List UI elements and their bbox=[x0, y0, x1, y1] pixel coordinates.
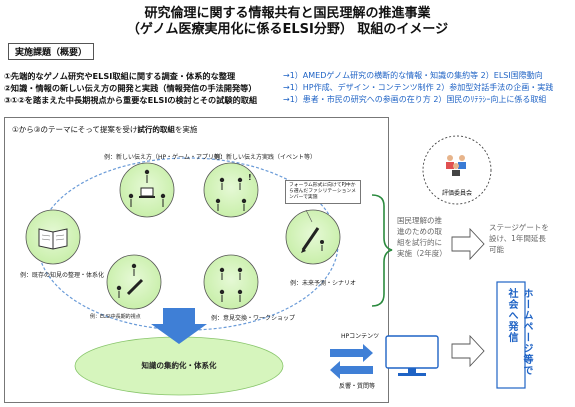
label-future-forecast: 例：未来予測・シナリオ bbox=[290, 280, 357, 287]
label-new-event: 例：新しい伝え方実践（イベント等） bbox=[214, 154, 317, 161]
arrow-hp-content bbox=[330, 344, 373, 362]
node-future bbox=[285, 209, 341, 265]
arrow-stage-gate bbox=[451, 227, 485, 261]
stage-gate-text: ステージゲートを設け、1年間延長可能 bbox=[489, 223, 549, 254]
homepage-broadcast-label: ホームページ等で社会へ発信 bbox=[506, 288, 532, 376]
node-workshop bbox=[203, 254, 259, 310]
task-1: ①先端的なゲノム研究やELSI取組に関する調査・体系的な整理 bbox=[4, 71, 236, 81]
evaluation-committee-label: 評価委員会 bbox=[441, 190, 472, 197]
diagram-intro: ①から③のテーマにそって提案を受け試行的取組を実施 bbox=[12, 124, 197, 135]
svg-text:!: ! bbox=[248, 173, 252, 182]
arrow-feedback bbox=[330, 361, 373, 379]
evaluation-circle bbox=[422, 135, 492, 205]
label-existing-knowledge: 例：既存の知見の整理・体系化 bbox=[20, 272, 105, 279]
node-event: ! bbox=[203, 162, 259, 218]
knowledge-ellipse-label: 知識の集約化・体系化 bbox=[141, 361, 217, 370]
node-elsi bbox=[106, 254, 162, 310]
section-tag: 実施課題（概要） bbox=[8, 43, 94, 60]
forum-note: フォーラム形式に向けてPJ中から選んだファシリテーションメンバーで実施 bbox=[285, 180, 361, 204]
diagram-intro-suffix: を実施 bbox=[174, 125, 198, 134]
promotion-text: 国民理解の推進のための取組を試行的に実施（2年度） bbox=[397, 216, 447, 258]
feedback-label: 反響・質問等 bbox=[339, 383, 376, 390]
arrow-broadcast bbox=[451, 334, 485, 368]
diagram-intro-emphasis: 試行的取組 bbox=[137, 125, 175, 134]
task-note-1: →1）AMEDゲノム研究の横断的な情報・知識の集約等 2）ELSI国際動向 bbox=[283, 71, 543, 80]
homepage-box bbox=[496, 281, 526, 389]
task-2: ②知識・情報の新しい伝え方の開発と実践（情報発信の手法開発等） bbox=[4, 83, 257, 93]
task-3: ③①②を踏まえた中長期視点から重要なELSIの検討とその試験的取組 bbox=[4, 95, 258, 105]
bracket bbox=[371, 194, 393, 307]
page-title: 研究倫理に関する情報共有と国民理解の推進事業 bbox=[144, 6, 431, 21]
label-elsi-longterm: 例：ELSI中長期的視点 bbox=[90, 314, 141, 320]
node-hp bbox=[119, 162, 175, 218]
page-subtitle: （ゲノム医療実用化に係るELSI分野） 取組のイメージ bbox=[126, 22, 449, 37]
monitor-icon bbox=[385, 335, 439, 369]
hp-contents-label: HPコンテンツ bbox=[341, 333, 380, 340]
task-note-3: →1）患者・市民の研究への参画の在り方 2）国民のﾘﾃﾗｼｰ向上に係る取組 bbox=[283, 95, 547, 104]
down-arrow bbox=[151, 308, 207, 344]
diagram-intro-prefix: ①から③のテーマにそって提案を受け bbox=[12, 125, 138, 134]
node-book bbox=[25, 209, 81, 265]
label-new-hp: 例：新しい伝え方（HP・ゲーム・アプリ等） bbox=[104, 154, 226, 161]
task-note-2: →1）HP作成、デザイン・コンテンツ制作 2）参加型対話手法の企画・実践 bbox=[283, 83, 554, 92]
label-opinion-exchange: 例：意見交換・ワークショップ bbox=[211, 315, 296, 322]
